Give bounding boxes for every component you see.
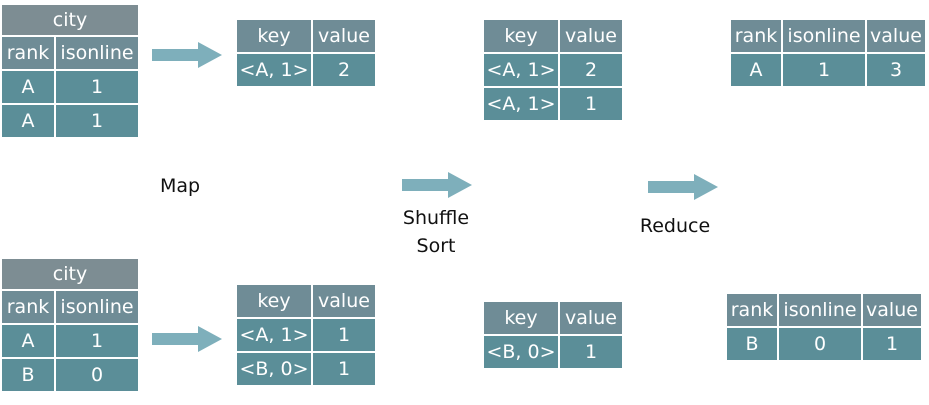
table-cell: <A, 1> bbox=[484, 88, 558, 120]
column-header: rank bbox=[727, 294, 777, 326]
column-header: value bbox=[313, 285, 375, 317]
table-cell: 1 bbox=[560, 88, 622, 120]
column-header: value bbox=[560, 302, 622, 334]
shuffle-label: Shuffle bbox=[402, 207, 470, 229]
table-cell: 1 bbox=[56, 71, 138, 103]
reduce-output-table-2: rank isonline value B 0 1 bbox=[725, 292, 923, 362]
table-cell: 2 bbox=[313, 54, 375, 86]
table-cell: 1 bbox=[56, 105, 138, 137]
table-cell: <A, 1> bbox=[237, 319, 311, 351]
map-arrow-icon-bottom bbox=[152, 326, 222, 352]
column-header: isonline bbox=[56, 37, 138, 69]
column-header: isonline bbox=[783, 20, 865, 52]
map-output-table-1: key value <A, 1> 2 bbox=[235, 18, 377, 88]
input-table-1: city rank isonline A 1 A 1 bbox=[0, 3, 140, 139]
table-cell: 1 bbox=[56, 325, 138, 357]
table-cell: 1 bbox=[560, 336, 622, 368]
shuffle-arrow-icon bbox=[402, 172, 472, 198]
table-cell: 1 bbox=[313, 353, 375, 385]
table-cell: <A, 1> bbox=[484, 54, 558, 86]
table-title: city bbox=[2, 5, 138, 35]
table-cell: 1 bbox=[313, 319, 375, 351]
map-output-table-2: key value <A, 1> 1 <B, 0> 1 bbox=[235, 283, 377, 387]
table-cell: <B, 0> bbox=[237, 353, 311, 385]
column-header: key bbox=[237, 285, 311, 317]
table-cell: 3 bbox=[867, 54, 925, 86]
input-table-2: city rank isonline A 1 B 0 bbox=[0, 257, 140, 393]
table-cell: B bbox=[2, 359, 54, 391]
column-header: key bbox=[237, 20, 311, 52]
column-header: rank bbox=[2, 37, 54, 69]
column-header: value bbox=[560, 20, 622, 52]
column-header: value bbox=[867, 20, 925, 52]
reduce-label: Reduce bbox=[639, 215, 711, 237]
column-header: key bbox=[484, 20, 558, 52]
table-cell: 0 bbox=[779, 328, 861, 360]
table-cell: A bbox=[731, 54, 781, 86]
column-header: key bbox=[484, 302, 558, 334]
table-cell: 1 bbox=[863, 328, 921, 360]
table-cell: 2 bbox=[560, 54, 622, 86]
column-header: isonline bbox=[56, 291, 138, 323]
shuffle-output-table-1: key value <A, 1> 2 <A, 1> 1 bbox=[482, 18, 624, 122]
reduce-arrow-icon bbox=[648, 174, 718, 200]
table-cell: <B, 0> bbox=[484, 336, 558, 368]
shuffle-output-table-2: key value <B, 0> 1 bbox=[482, 300, 624, 370]
map-arrow-icon-top bbox=[152, 42, 222, 68]
reduce-output-table-1: rank isonline value A 1 3 bbox=[729, 18, 927, 88]
sort-label: Sort bbox=[416, 235, 456, 257]
column-header: value bbox=[863, 294, 921, 326]
table-cell: A bbox=[2, 71, 54, 103]
map-label: Map bbox=[159, 175, 201, 197]
table-cell: A bbox=[2, 105, 54, 137]
table-title: city bbox=[2, 259, 138, 289]
table-cell: <A, 1> bbox=[237, 54, 311, 86]
column-header: rank bbox=[2, 291, 54, 323]
table-cell: 0 bbox=[56, 359, 138, 391]
column-header: rank bbox=[731, 20, 781, 52]
table-cell: 1 bbox=[783, 54, 865, 86]
column-header: isonline bbox=[779, 294, 861, 326]
table-cell: B bbox=[727, 328, 777, 360]
column-header: value bbox=[313, 20, 375, 52]
table-cell: A bbox=[2, 325, 54, 357]
